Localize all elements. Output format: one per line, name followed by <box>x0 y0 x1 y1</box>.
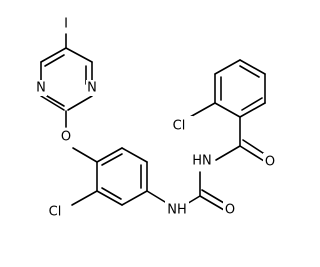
nh-amide-label: NH <box>167 203 187 218</box>
atom-ether-oxygen: O <box>59 128 73 145</box>
bond-ring-a1 <box>96 147 123 163</box>
atom-layer: I N N O Cl NH O HN <box>35 15 278 220</box>
bond-ring-b4 <box>214 59 241 75</box>
pyrimidine-n-top-label: N <box>36 81 46 96</box>
chlorine-anilide-label: Cl <box>49 205 62 220</box>
bond-n1-c2 <box>67 95 93 111</box>
bond-ring-b3-inner <box>239 65 260 78</box>
bond-carbonyl-o <box>239 145 265 162</box>
urea-oxygen-label: O <box>225 203 235 218</box>
bond-ring-b1-inner <box>241 97 263 111</box>
chemical-structure: I N N O Cl NH O HN <box>35 15 278 220</box>
carbonyl-oxygen-label: O <box>265 155 275 170</box>
iodine-label: I <box>64 17 68 32</box>
chlorine-benzoyl-label: Cl <box>173 119 186 134</box>
bond-ring-a5-inner <box>101 187 122 200</box>
atom-pyrimidine-n-bottom: N <box>86 80 98 96</box>
bond-urea-co <box>199 195 225 211</box>
bond-ring-b6 <box>214 102 241 118</box>
bond-layer <box>40 33 267 211</box>
atom-nh-amide: NH <box>165 200 189 218</box>
bond-ring-a1-inner <box>101 153 123 166</box>
bond-ring-b1 <box>239 102 266 118</box>
bond-carbonyl-o-double <box>242 139 267 156</box>
bond-ring-a4 <box>121 190 148 206</box>
bond-n3-c2-inner <box>46 95 65 107</box>
bond-c5-c6 <box>65 47 93 63</box>
atom-nh-imide: HN <box>189 152 215 170</box>
atom-urea-oxygen: O <box>223 201 237 218</box>
atom-iodine: I <box>61 15 71 33</box>
bond-aryl-cl <box>71 190 98 206</box>
bond-ring-cl <box>189 102 216 118</box>
bond-c5-c4-inner <box>44 54 65 67</box>
atom-pyrimidine-n-top: N <box>35 80 47 96</box>
nh-imide-label: HN <box>192 154 212 169</box>
bond-hn-carbonyl-c <box>215 145 241 161</box>
bond-o-aryl <box>72 147 98 163</box>
atom-carbonyl-oxygen: O <box>263 153 278 170</box>
bond-ring-a2 <box>121 147 148 163</box>
pyrimidine-n-bottom-label: N <box>87 81 97 96</box>
ether-oxygen-label: O <box>61 130 71 145</box>
bond-n3-c2 <box>40 95 65 111</box>
bond-ring-a5 <box>96 190 123 206</box>
atom-chlorine-benzoyl: Cl <box>165 116 193 134</box>
atom-chlorine-anilide: Cl <box>41 203 69 220</box>
bond-urea-co-double <box>201 189 225 204</box>
bond-ring-b3 <box>239 59 266 75</box>
bond-c5-c4 <box>40 47 67 63</box>
